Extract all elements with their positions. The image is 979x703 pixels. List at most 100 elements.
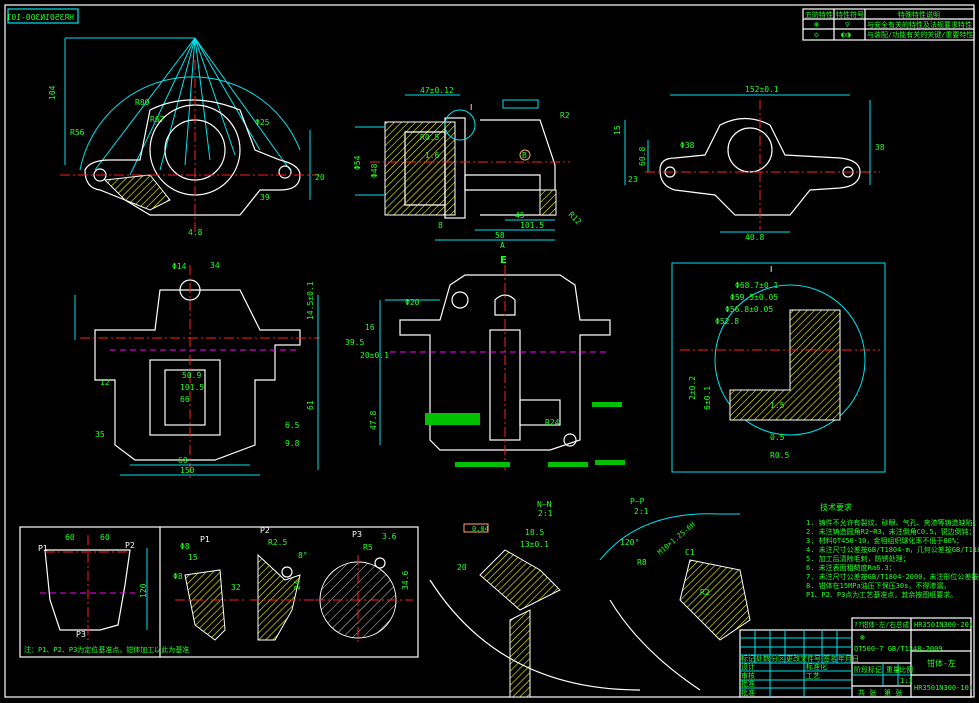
dimension-label: Φ56.8±0.05 — [725, 305, 773, 314]
dimension-label: 比例 — [899, 665, 913, 674]
dimension-label: 39.5 — [345, 338, 364, 347]
dimension-label: ⊛ — [860, 633, 865, 642]
dimension-label: Φ14 — [172, 262, 187, 271]
dimension-label: 4. 未注尺寸公差按GB/T1804-m，几何公差按GB/T1184-K级； — [806, 545, 979, 554]
characteristics-table: 五防特性 特性符号 特殊特性说明 ⊛ ▽ 与安全有关的特性及法规要求特性 ◇ ◐… — [802, 8, 975, 41]
dimension-label: 签名 — [823, 654, 837, 663]
dimension-label: 50.9 — [182, 371, 201, 380]
dimension-label: P3 — [76, 630, 86, 639]
dimension-label: 23 — [628, 175, 638, 184]
dimension-label: Φ48 — [370, 163, 379, 178]
dimension-label: Φ20 — [405, 298, 420, 307]
dimension-label: 年月日 — [838, 654, 859, 663]
dimension-label: 47.8 — [369, 411, 378, 430]
dimension-label: QT500-7 GB/T1348-2009 — [854, 645, 943, 653]
dimension-label: HR3501N300-201 — [914, 621, 973, 629]
dimension-label: 34 — [210, 261, 220, 270]
dimension-label: 32 — [231, 583, 241, 592]
dimension-label: 5. 加工后清除毛刺，防锈处理； — [806, 554, 910, 563]
dimension-label: 2±0.2 — [688, 376, 697, 400]
dimension-label: 3. 材料QT450-10，金相组织球化率不低于80%； — [806, 536, 963, 545]
dimension-label: P2 — [125, 541, 135, 550]
section-p-p: P—P 2:1 120° R8 M10×1.25-6H C1 R2 — [599, 497, 751, 691]
dimension-label: 1.5 — [770, 401, 785, 410]
dimension-label: 第 张 — [884, 688, 902, 697]
section-view: 47±0.12 I R0.5 1.6 Φ54 Φ48 8 45 101.5 58… — [353, 86, 583, 250]
dimension-label: Φ8 — [180, 542, 190, 551]
dimension-label: R2 — [700, 588, 710, 597]
dimension-label: I — [470, 103, 472, 112]
dimension-label: 8 — [438, 221, 443, 230]
dimension-label: 61 — [306, 400, 315, 410]
dimension-label: 审核 — [741, 671, 755, 680]
front-view: 104 R80 R67 R56 20 4.8 Φ25 39 — [48, 37, 325, 237]
dimension-label: 1:1 — [900, 677, 913, 685]
dimension-label: N—N — [537, 500, 552, 509]
dimension-label: 16 — [365, 323, 375, 332]
dimension-label: 9.8 — [285, 439, 300, 448]
dimension-label: 1.6 — [425, 151, 440, 160]
dimension-label: P2 — [260, 526, 270, 535]
dimension-label: 钳体-左 — [927, 658, 956, 668]
dimension-label: P1 — [38, 544, 48, 553]
dimension-label: P—P — [630, 497, 645, 506]
dimension-label: 40.8 — [745, 233, 764, 242]
dimension-label: R0.5 — [770, 451, 789, 460]
dimension-label: Φ8 — [173, 572, 183, 581]
dimension-label: 120 — [139, 583, 148, 598]
dimension-label: 设计 — [741, 662, 755, 671]
dimension-label: 批准 — [741, 679, 755, 688]
dimension-label: 15 — [188, 553, 198, 562]
dimension-label: 6±0.1 — [703, 386, 712, 410]
dimension-label: 技术要求 — [820, 502, 852, 512]
dimension-label: B — [522, 151, 527, 160]
dimension-label: HR3501N300-101 — [914, 684, 973, 692]
drawing-frame — [4, 4, 975, 698]
dimension-label: Φ54 — [353, 155, 362, 170]
dimension-label: 34.6 — [401, 571, 410, 590]
dimension-label: E — [500, 255, 507, 266]
dimension-label: 工艺 — [806, 672, 820, 680]
dimension-label: 60 — [100, 533, 110, 542]
dimension-label: R24 — [545, 418, 560, 427]
dimension-label: 12 — [100, 378, 110, 387]
dimension-label: 104 — [48, 85, 57, 100]
dimension-label: P1、P2、P3点为工艺基准点，其余按图纸要求。 — [806, 590, 957, 599]
dimension-label: R2.5 — [268, 538, 287, 547]
dimension-label: R56 — [70, 128, 85, 137]
dimension-label: 20±0.1 — [360, 351, 389, 360]
dimension-label: 批准 — [741, 688, 755, 697]
dimension-label: C1 — [685, 548, 695, 557]
dimension-label: R5 — [363, 543, 373, 552]
inspection-box: P1 P2 P3 60 60 120 注：P1、P2、P3为定位基准点，钳体加工… — [19, 526, 419, 658]
dimension-label: 特殊特性说明 — [898, 10, 940, 19]
dimension-label: R0.5 — [420, 133, 439, 142]
right-view: 152±0.1 15 Φ38 23 60.8 40.8 38 — [613, 85, 885, 242]
dimension-label: 与装配/功能有关的关键/重要特性 — [867, 30, 973, 39]
dimension-label: 152±0.1 — [745, 85, 779, 94]
dimension-label: 20 — [315, 173, 325, 182]
dimension-label: ◇ — [814, 30, 819, 39]
dimension-label: 18.5 — [525, 528, 544, 537]
dimension-label: R12 — [567, 210, 584, 227]
dimension-label: 60 — [178, 456, 188, 465]
dimension-label: 4.8 — [188, 228, 203, 237]
dimension-label: 0.5 — [770, 433, 785, 442]
dimension-label: HR3501N300-101 — [6, 13, 74, 22]
dimension-label: 2. 未注铸造圆角R2~R3，未注倒角C0.5，锐边倒钝； — [806, 527, 976, 536]
dimension-label: 58 — [495, 231, 505, 240]
dimension-label: 20 — [457, 563, 467, 572]
dimension-label: Φ68.7±0.1 — [735, 281, 779, 290]
dimension-label: 2:1 — [538, 509, 553, 518]
dimension-label: 38 — [875, 143, 885, 152]
dimension-label: 0.04 — [472, 525, 489, 533]
dimension-label: P3 — [352, 530, 362, 539]
middle-view: E 47.8 Φ20 16 39.5 20±0.1 R24 — [345, 255, 625, 470]
dimension-label: 47±0.12 — [420, 86, 454, 95]
dimension-label: 150 — [180, 466, 195, 475]
dimension-label: 3.6 — [382, 532, 397, 541]
dimension-label: 重量 — [886, 666, 900, 674]
dimension-label: ◐◑ — [841, 30, 851, 39]
dimension-label: Φ52.8 — [715, 317, 739, 326]
